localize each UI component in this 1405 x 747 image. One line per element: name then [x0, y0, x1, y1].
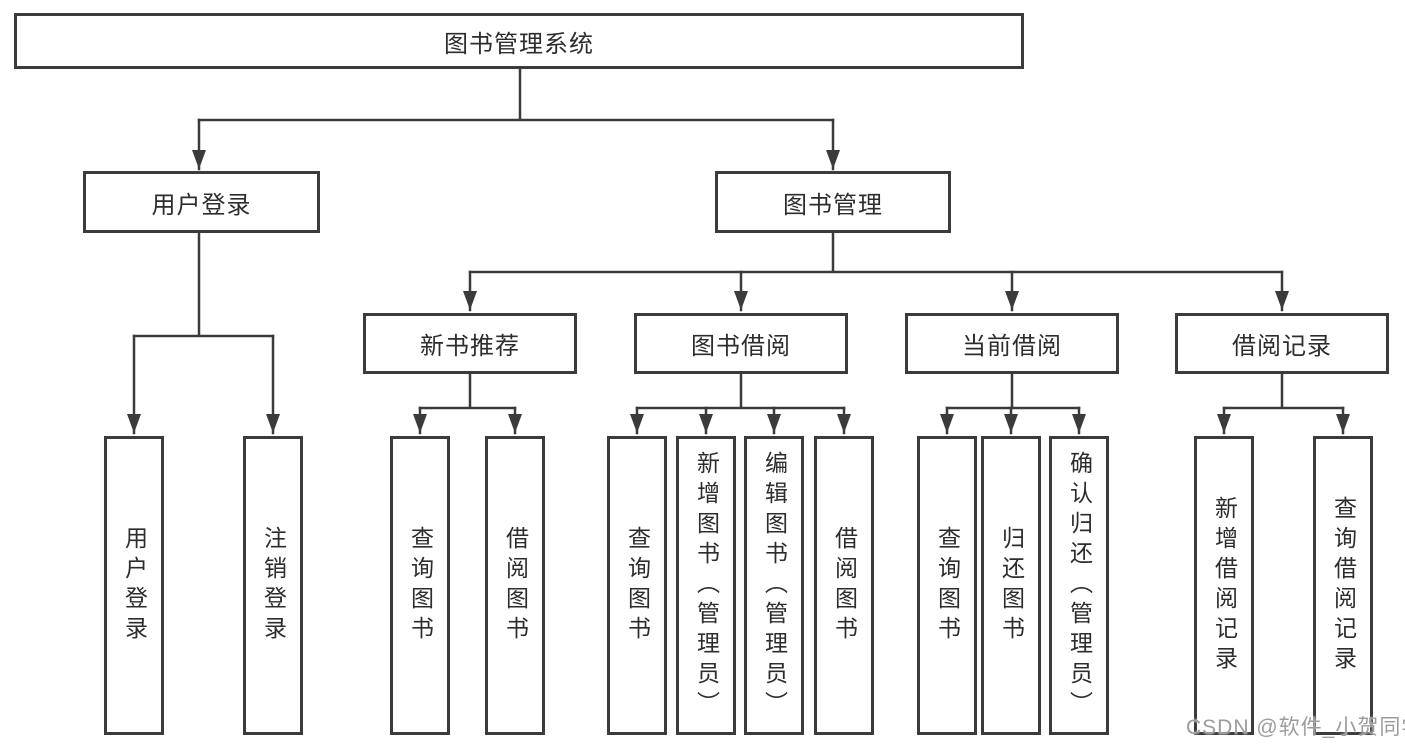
leaf-query-books: 查询图书 [917, 436, 977, 735]
leaf-confirm-return-admin: 确认归还（管理员） [1049, 436, 1109, 735]
node-label: 新书推荐 [420, 333, 520, 360]
node-current-borrow: 当前借阅 [905, 313, 1119, 374]
leaf-query-books: 查询图书 [390, 436, 450, 735]
leaf-return-books: 归还图书 [981, 436, 1041, 735]
leaf-borrow-books: 借阅图书 [814, 436, 874, 735]
node-borrow-records: 借阅记录 [1175, 313, 1389, 374]
node-label: 借阅记录 [1232, 333, 1332, 360]
node-user-login-module: 用户登录 [83, 171, 320, 233]
leaf-borrow-books: 借阅图书 [485, 436, 545, 735]
node-book-management-module: 图书管理 [715, 171, 951, 233]
leaf-user-login: 用户登录 [104, 436, 164, 735]
node-label: 当前借阅 [962, 333, 1062, 360]
csdn-watermark: CSDN @软件_小贺同学 [1186, 716, 1405, 739]
leaf-logout: 注销登录 [243, 436, 303, 735]
leaf-query-books: 查询图书 [607, 436, 667, 735]
node-root-system: 图书管理系统 [14, 13, 1024, 69]
node-book-borrow: 图书借阅 [634, 313, 848, 374]
leaf-query-borrow-record: 查询借阅记录 [1313, 436, 1373, 735]
node-new-book-recommend: 新书推荐 [363, 313, 577, 374]
node-label: 图书管理 [783, 191, 883, 219]
node-root-label: 图书管理系统 [444, 30, 594, 58]
node-label: 图书借阅 [691, 333, 791, 360]
node-label: 用户登录 [151, 191, 252, 219]
leaf-add-books-admin: 新增图书（管理员） [676, 436, 736, 735]
leaf-edit-books-admin: 编辑图书（管理员） [744, 436, 804, 735]
leaf-add-borrow-record: 新增借阅记录 [1194, 436, 1254, 735]
